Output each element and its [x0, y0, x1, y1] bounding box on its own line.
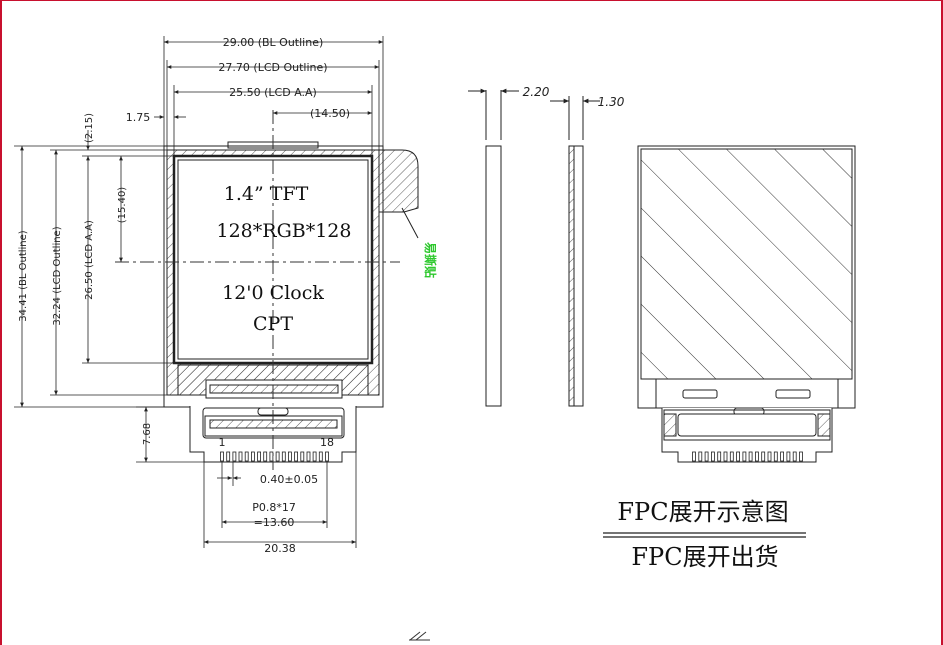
side-views	[468, 88, 600, 407]
dim-offset-15-40: (15.40)	[117, 187, 128, 224]
gold-finger	[294, 451, 299, 462]
caption-fpc-unfolded: FPC展开示意图	[617, 498, 788, 526]
screen-orientation-label: 12'0 Clock	[222, 282, 324, 304]
screen-resolution-label: 128*RGB*128	[217, 220, 352, 242]
gold-finger	[300, 451, 305, 462]
side-view-lcd-glass	[568, 145, 575, 407]
gold-finger	[717, 451, 722, 462]
dim-pitch-line1: P0.8*17	[252, 501, 296, 514]
dim-lcd-aa-width: 25.50 (LCD A.A)	[229, 86, 317, 99]
gold-finger	[786, 451, 791, 462]
screen-type-label: CPT	[253, 313, 293, 335]
dim-bl-outline-width: 29.00 (BL Outline)	[223, 36, 324, 49]
dim-pin-width: 0.40±0.05	[260, 473, 318, 486]
gold-finger	[318, 451, 323, 462]
dim-pitch-line2: =13.60	[254, 516, 295, 529]
gold-finger	[761, 451, 766, 462]
gold-finger	[263, 451, 268, 462]
gold-finger	[742, 451, 747, 462]
dim-lcd-outline-width: 27.70 (LCD Outline)	[218, 61, 327, 74]
gold-finger	[250, 451, 255, 462]
gold-finger	[698, 451, 703, 462]
gold-finger	[244, 451, 249, 462]
section-marks	[409, 631, 430, 641]
side-view-bl	[485, 145, 502, 407]
dim-thickness-lcd: 1.30	[598, 95, 625, 109]
gold-finger	[704, 451, 709, 462]
pin-last-label: 18	[320, 436, 334, 449]
gold-finger	[755, 451, 759, 462]
dim-bl-outline-height: 34.41 (BL Outline)	[18, 230, 29, 321]
front-view	[115, 110, 419, 470]
gold-finger	[281, 451, 286, 462]
gold-finger	[767, 451, 772, 462]
gold-finger	[748, 451, 753, 462]
gold-finger	[736, 451, 740, 462]
gold-finger	[275, 451, 280, 462]
gold-finger	[692, 451, 696, 462]
gold-finger	[723, 451, 728, 462]
dim-offset-2-15: (2.15)	[84, 113, 95, 143]
dim-lcd-aa-height: 26.50 (LCD A.A)	[84, 220, 95, 300]
dim-lcd-outline-height: 32.24 (LCD Outline)	[52, 226, 63, 325]
back-clip-left	[682, 389, 718, 399]
screen-size-label: 1.4” TFT	[224, 183, 309, 205]
back-fpc-inner	[677, 413, 817, 437]
back-hatched-panel	[640, 148, 853, 380]
gold-finger	[232, 451, 237, 462]
fpc-gold-fingers	[220, 451, 329, 462]
gold-finger	[238, 451, 243, 462]
gold-finger	[792, 451, 797, 462]
pin-first-label: 1	[219, 436, 226, 449]
front-centerlines	[115, 110, 400, 470]
gold-finger	[312, 451, 317, 462]
gold-finger	[325, 451, 329, 462]
easy-tear-label: 易撕贴	[423, 242, 438, 278]
gold-finger	[306, 451, 311, 462]
dim-fpc-length: 7.68	[142, 423, 153, 445]
easy-tear-tab	[378, 149, 419, 213]
gold-finger	[773, 451, 778, 462]
gold-finger	[799, 451, 803, 462]
gold-finger	[257, 451, 262, 462]
front-dimension-lines	[14, 36, 384, 548]
dim-fpc-width: 20.38	[264, 542, 296, 555]
dim-offset-1-75: 1.75	[126, 111, 151, 124]
gold-finger	[287, 451, 292, 462]
gold-finger	[269, 451, 274, 462]
back-view	[637, 145, 856, 463]
gold-finger	[220, 451, 224, 462]
fpc-connector-pins	[209, 384, 339, 394]
gold-finger	[711, 451, 715, 462]
dim-offset-14-50: (14.50)	[310, 107, 350, 120]
dim-thickness-bl: 2.20	[523, 85, 550, 99]
back-fpc-gold-fingers	[692, 451, 803, 462]
back-clip-right	[775, 389, 811, 399]
easy-tear-leader	[401, 207, 419, 239]
gold-finger	[729, 451, 734, 462]
gold-finger	[780, 451, 784, 462]
gold-finger	[226, 451, 231, 462]
caption-fpc-shipping: FPC展开出货	[631, 543, 778, 571]
